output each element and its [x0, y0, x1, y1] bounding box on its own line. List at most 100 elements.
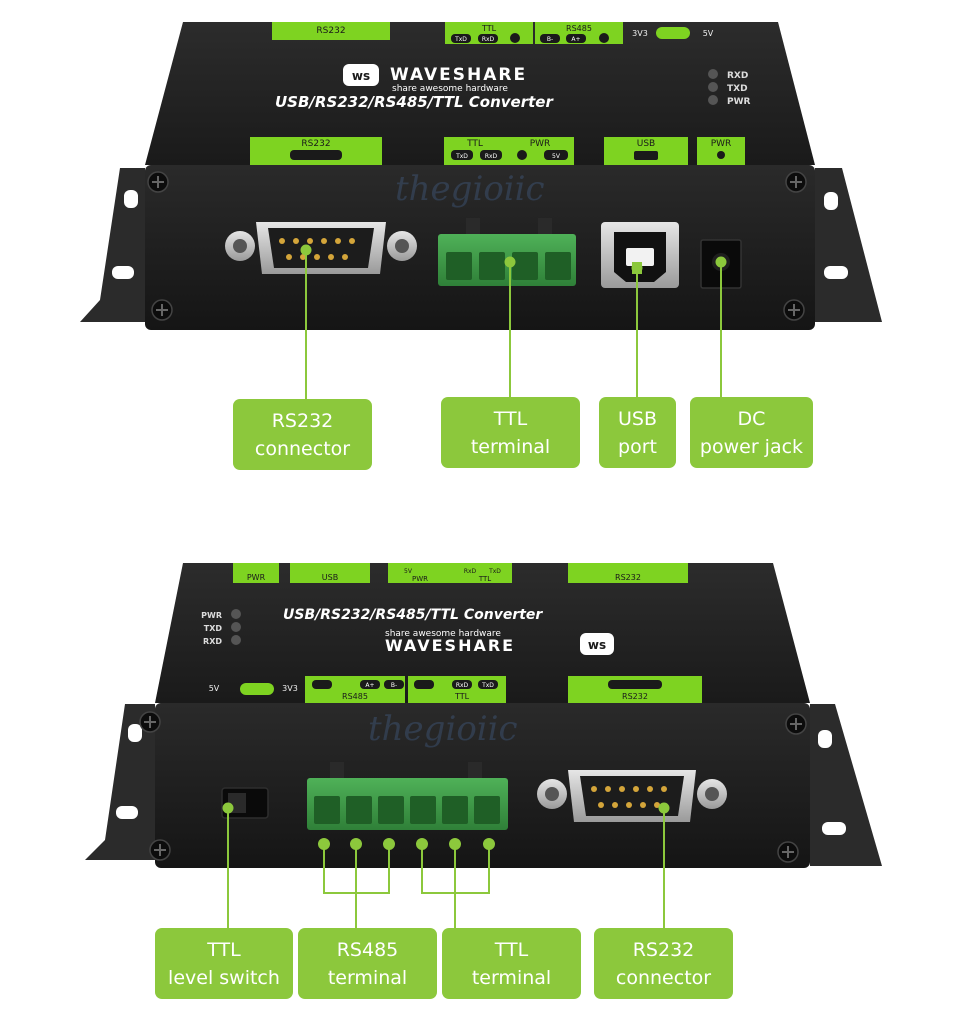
led-icon [231, 635, 241, 645]
top-led-label: PWR [727, 97, 751, 107]
bottom-ttl-label-text: TTL [454, 692, 470, 701]
ground-icon [517, 150, 527, 160]
top-pin-a: A+ [571, 36, 580, 43]
watermark-text: thegioiic [395, 169, 545, 209]
top-leader-lines [300, 244, 727, 400]
bottom-rs232-label-text: RS232 [622, 692, 648, 701]
bottom-right-flange [810, 704, 882, 866]
callout-line: DC [737, 407, 766, 430]
back-ttl-label [388, 563, 512, 583]
bottom-led-label: PWR [201, 611, 222, 620]
watermark-text: thegioiic [368, 709, 518, 749]
callout-rs485-terminal: RS485 terminal [298, 928, 437, 999]
top-led-label: TXD [727, 84, 748, 94]
top-brand: WAVESHARE [390, 65, 527, 85]
bottom-pin-a: A+ [365, 682, 374, 689]
top-right-flange [815, 168, 882, 322]
bottom-led-label: RXD [203, 637, 222, 646]
bottom-left-flange [85, 704, 155, 860]
callout-line: power jack [699, 435, 804, 458]
top-pin-rxd: RxD [482, 36, 495, 43]
top-left-slot [124, 190, 138, 208]
callout-line: RS485 [336, 938, 399, 961]
bottom-pin-b: B- [391, 682, 397, 689]
callout-dc-power-jack: DC power jack [690, 397, 813, 468]
front-ttl-label-text: TTL [466, 139, 483, 149]
waveshare-logo-icon [580, 633, 614, 655]
top-right-slot [824, 266, 848, 279]
back-pwr2-label-text: PWR [412, 575, 428, 583]
callout-line: RS232 [271, 409, 334, 432]
callout-line: connector [254, 437, 351, 460]
top-3v3-label: 3V3 [632, 29, 648, 38]
callout-line: RS232 [632, 938, 695, 961]
callout-rs232-connector: RS232 connector [233, 399, 372, 470]
back-pwr-label-text: PWR [247, 573, 266, 582]
rs232-db9-connector [225, 222, 417, 274]
svg-text:ws: ws [588, 638, 606, 652]
callout-line: TTL [207, 938, 241, 961]
callout-ttl-terminal: TTL terminal [441, 397, 580, 468]
bottom-3v3-label: 3V3 [282, 684, 298, 693]
front-pwr-label-text: PWR [530, 139, 551, 149]
back-pin-txd: TxD [488, 568, 501, 575]
ground-icon [510, 33, 520, 43]
bottom-tagline: share awesome hardware [385, 629, 501, 639]
front-pin-5v: 5V [552, 153, 561, 160]
bottom-brand: WAVESHARE [385, 636, 515, 655]
usb-b-port [601, 222, 679, 288]
top-rs232-top-label-text: RS232 [316, 26, 345, 36]
top-level-switch [656, 27, 690, 39]
bottom-pin-txd: TxD [481, 682, 494, 689]
top-tagline: share awesome hardware [392, 84, 508, 94]
front-pwr2-label-text: PWR [711, 139, 732, 149]
back-usb-label [290, 563, 370, 583]
back-pin-5v: 5V [404, 568, 413, 575]
bottom-pin-rxd: RxD [456, 682, 469, 689]
bottom-5v-label: 5V [209, 684, 220, 693]
callout-line: port [618, 435, 657, 458]
callout-line: USB [617, 407, 657, 430]
back-pwr-label [233, 563, 279, 583]
front-usb-label-text: USB [637, 139, 655, 149]
callout-ttl-level-switch: TTL level switch [155, 928, 293, 999]
ground-icon [599, 33, 609, 43]
back-pin-rxd: RxD [464, 568, 477, 575]
back-ttl-label-text: TTL [478, 575, 491, 583]
back-rs232-label-text: RS232 [615, 573, 641, 582]
bottom-rs485-label-text: RS485 [342, 692, 368, 701]
callout-line: connector [615, 966, 712, 989]
top-pin-b: B- [547, 36, 553, 43]
top-led-label: RXD [727, 71, 748, 81]
led-icon [708, 82, 718, 92]
front-rs232-label-text: RS232 [301, 139, 330, 149]
svg-text:ws: ws [352, 69, 370, 83]
screw-icon [139, 711, 807, 863]
bottom-level-switch-top [240, 683, 274, 695]
rs485-ttl-terminal-block [307, 762, 508, 830]
top-rs485-top-label-text: RS485 [566, 24, 592, 33]
bottom-leader-lines [222, 802, 670, 930]
callout-line: terminal [327, 966, 408, 989]
callout-ttl-terminal-bottom: TTL terminal [442, 928, 581, 999]
bottom-product-name: USB/RS232/RS485/TTL Converter [283, 607, 543, 623]
bottom-device: PWR USB 5V RxD TxD PWR TTL RS232 PWR TXD… [85, 563, 882, 868]
callout-line: TTL [493, 407, 528, 430]
led-icon [708, 69, 718, 79]
top-5v-label: 5V [703, 29, 714, 38]
top-product-name: USB/RS232/RS485/TTL Converter [275, 93, 554, 111]
callout-usb-port: USB port [599, 397, 676, 468]
top-ttl-top-label-text: TTL [481, 24, 497, 33]
callout-rs232-connector-bottom: RS232 connector [594, 928, 733, 999]
callout-line: level switch [168, 966, 280, 989]
top-right-slot [824, 192, 838, 210]
led-icon [708, 95, 718, 105]
back-rs232-label [568, 563, 688, 583]
front-pin-txd: TxD [455, 153, 468, 160]
screw-icon [147, 171, 807, 321]
top-left-slot [112, 266, 134, 279]
bottom-led-label: TXD [204, 624, 223, 633]
top-device-top-surface [145, 22, 815, 165]
back-usb-label-text: USB [322, 573, 338, 582]
